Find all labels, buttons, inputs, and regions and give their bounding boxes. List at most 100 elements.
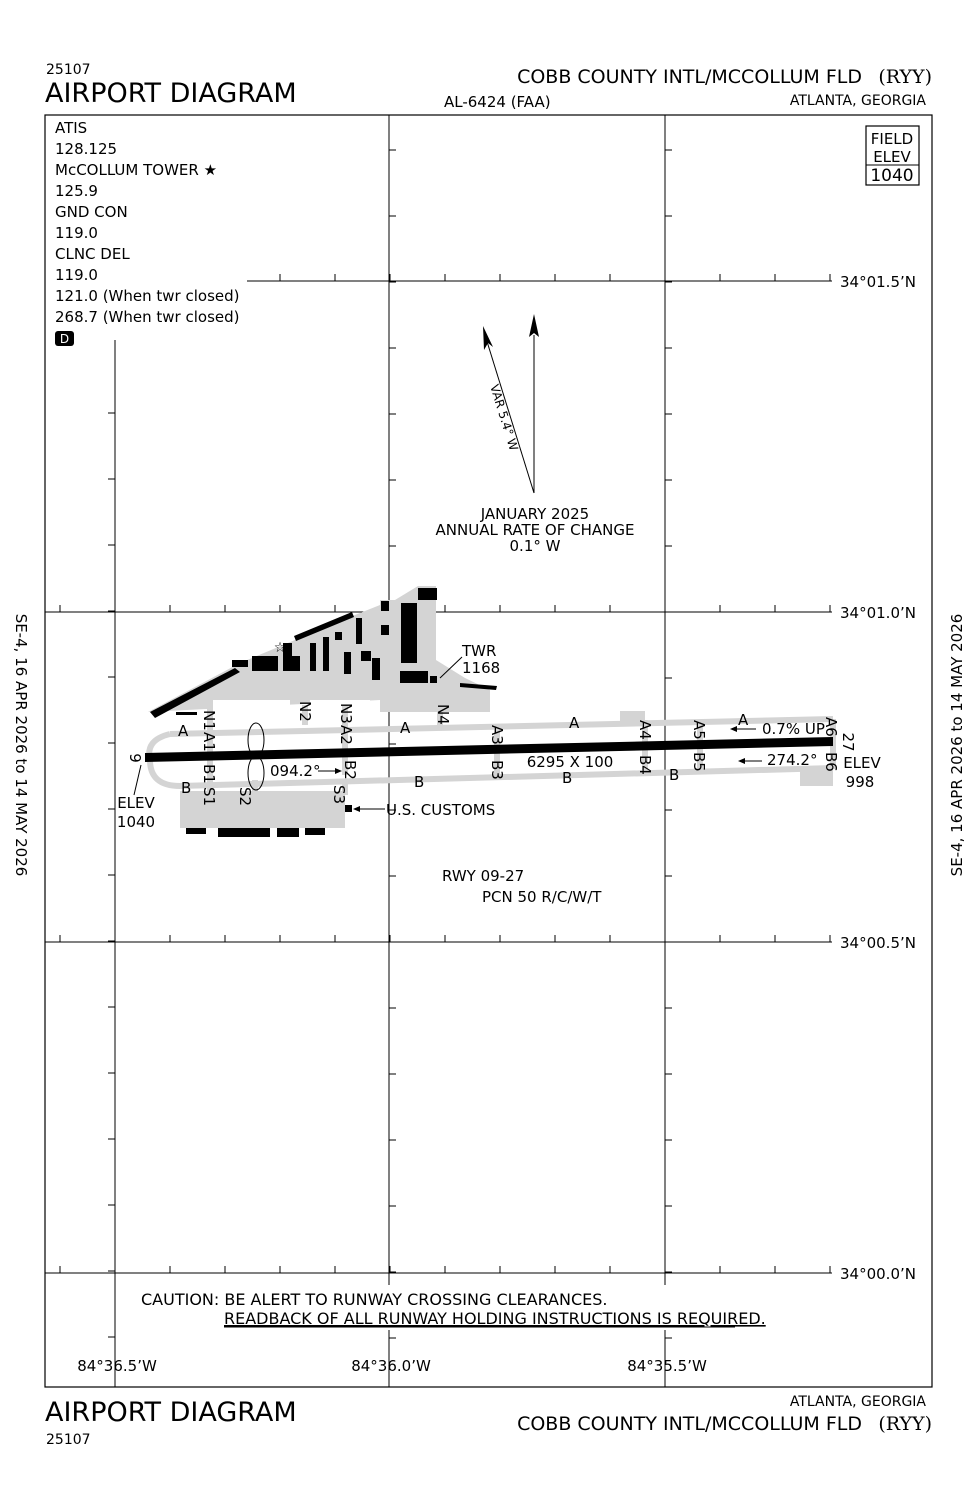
freq-line: 128.125 xyxy=(55,140,117,158)
runway-heading-east: 274.2° xyxy=(767,751,817,769)
taxiways xyxy=(146,700,836,795)
runway-slope: 0.7% UP xyxy=(762,720,825,738)
caution-bg xyxy=(130,1285,750,1330)
chart-frame xyxy=(44,114,933,1388)
runway-dimensions: 6295 X 100 xyxy=(527,753,614,771)
tower-leader xyxy=(439,656,463,679)
elev-leader xyxy=(133,764,142,796)
airport-id: (RYY) xyxy=(878,66,932,88)
freq-line: McCOLLUM TOWER ★ xyxy=(55,161,217,179)
taxiway-label: A xyxy=(569,714,580,732)
taxiway-label-a5: A5 xyxy=(690,720,708,740)
airport-name: COBB COUNTY INTL/MCCOLLUM FLD xyxy=(517,66,862,88)
footer-location: ATLANTA, GEORGIA xyxy=(790,1394,927,1410)
south-buildings xyxy=(186,805,352,837)
field-elev-label: ELEV xyxy=(873,148,911,166)
grid-ticks xyxy=(59,149,831,1339)
taxiway-label-b6: B6 xyxy=(822,752,840,772)
longitude-label: 84°36.0’W xyxy=(351,1357,431,1375)
freq-line: ATIS xyxy=(55,119,87,137)
taxiway-b xyxy=(179,765,834,789)
latitude-label: 34°00.0’N xyxy=(840,1265,916,1283)
arrow-head-icon xyxy=(353,806,360,812)
taxiway-label-n2: N2 xyxy=(296,701,314,722)
taxiway-label-s3: S3 xyxy=(330,785,348,804)
longitude-label: 84°35.5’W xyxy=(627,1357,707,1375)
freq-line: 119.0 xyxy=(55,266,98,284)
taxiway-label-s2: S2 xyxy=(236,787,254,806)
latitude-label: 34°01.0’N xyxy=(840,604,916,622)
arrow-head-icon xyxy=(738,758,745,764)
buildings xyxy=(150,588,497,718)
runway-name: RWY 09-27 xyxy=(442,867,524,885)
footer-chart-number: 25107 xyxy=(46,1432,91,1448)
runway-pcn: PCN 50 R/C/W/T xyxy=(482,888,602,906)
caution-line-2: READBACK OF ALL RUNWAY HOLDING INSTRUCTI… xyxy=(224,1309,766,1328)
taxiway-label-a2: A2 xyxy=(337,725,355,745)
field-elev-value: 1040 xyxy=(870,166,913,186)
freq-line: 125.9 xyxy=(55,182,98,200)
hot-spot-icon xyxy=(247,722,265,791)
taxiway-label-a4: A4 xyxy=(636,720,654,740)
magvar-date: JANUARY 2025 xyxy=(480,505,589,523)
taxiway-label: A xyxy=(738,711,749,729)
arrow-head-icon xyxy=(730,726,737,732)
tower-label: TWR xyxy=(461,642,496,660)
d-badge xyxy=(55,331,74,346)
taxiway-label-n4: N4 xyxy=(434,704,452,725)
runway-09-27 xyxy=(145,737,833,762)
freq-line: GND CON xyxy=(55,203,128,221)
footer-airport-name: COBB COUNTY INTL/MCCOLLUM FLD xyxy=(517,1413,862,1435)
longitude-label: 84°36.5’W xyxy=(77,1357,157,1375)
true-north-arrow xyxy=(529,314,539,493)
rotating-beacon-icon: ☆ xyxy=(274,640,287,656)
var-label: VAR 5.4° W xyxy=(487,383,521,453)
taxiway-label-b3: B3 xyxy=(488,760,506,780)
magvar-rate-label: ANNUAL RATE OF CHANGE xyxy=(436,521,635,539)
taxiway-label-b5: B5 xyxy=(690,752,708,772)
customs-label: U.S. CUSTOMS xyxy=(386,801,495,819)
taxiway-label-a1: A1 xyxy=(200,732,218,752)
hold-pads xyxy=(620,711,833,786)
magvar-rate-value: 0.1° W xyxy=(510,537,561,555)
taxiway-label-n3: N3 xyxy=(337,703,355,724)
runway-heading-west: 094.2° xyxy=(270,762,320,780)
freq-line: 121.0 (When twr closed) xyxy=(55,287,240,305)
taxiway-label-b1: B1 xyxy=(200,764,218,784)
taxiway-label: B xyxy=(414,773,424,791)
latitude-label: 34°00.5’N xyxy=(840,934,916,952)
south-apron xyxy=(180,791,345,828)
taxiway-label: A xyxy=(400,719,411,737)
taxiway-label-s1: S1 xyxy=(200,787,218,806)
elev-label-east: ELEV xyxy=(843,754,881,772)
taxiway-label-n1: N1 xyxy=(200,710,218,731)
latitude-label: 34°01.5’N xyxy=(840,273,916,291)
taxiway-a xyxy=(169,716,834,737)
freq-line: 119.0 xyxy=(55,224,98,242)
footer-title: AIRPORT DIAGRAM xyxy=(45,1397,297,1428)
field-elev-box xyxy=(865,125,920,186)
taxiway-label-b4: B4 xyxy=(636,755,654,775)
field-elev-label: FIELD xyxy=(871,130,913,148)
taxiway-label-a3: A3 xyxy=(488,725,506,745)
runway-end-9: 9 xyxy=(126,753,144,763)
caution-line-1: CAUTION: BE ALERT TO RUNWAY CROSSING CLE… xyxy=(141,1290,607,1309)
taxiway-label: A xyxy=(178,722,189,740)
runway-end-27: 27 xyxy=(839,732,857,751)
magnetic-north-arrow xyxy=(483,326,535,494)
page-title: AIRPORT DIAGRAM xyxy=(45,78,297,109)
taxiway-label-a6: A6 xyxy=(822,717,840,737)
validity-left: SE-4, 16 APR 2026 to 14 MAY 2026 xyxy=(12,614,30,877)
location: ATLANTA, GEORGIA xyxy=(790,93,927,109)
d-badge-label: D xyxy=(60,332,69,346)
taxiway-labels: A A A A B B B B xyxy=(178,711,749,797)
taxiway-label: B xyxy=(669,766,679,784)
frequency-box-bg xyxy=(47,117,247,327)
procedure-id: AL-6424 (FAA) xyxy=(444,93,551,111)
taxiway-label: B xyxy=(562,769,572,787)
elev-label-west: ELEV xyxy=(117,794,155,812)
frequency-list: ATIS 128.125 McCOLLUM TOWER ★ 125.9 GND … xyxy=(55,119,240,326)
freq-line: CLNC DEL xyxy=(55,245,130,263)
arrow-head-icon xyxy=(335,768,342,774)
